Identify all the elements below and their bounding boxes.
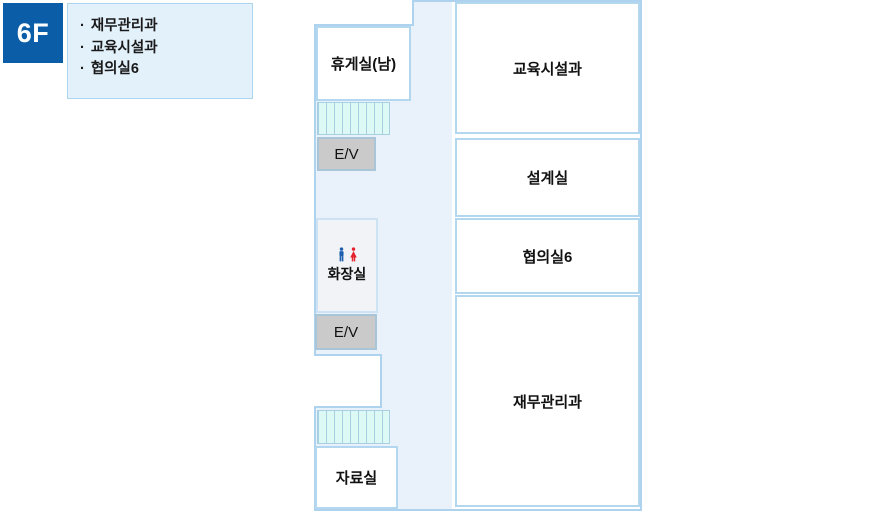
floor-badge: 6F — [3, 3, 63, 63]
man-icon — [338, 247, 344, 262]
legend-item-label: 협의실6 — [90, 61, 139, 77]
legend-item-label: 교육시설과 — [90, 39, 158, 56]
room-design-room: 설계실 — [455, 138, 640, 217]
plan-boundary — [314, 0, 642, 511]
woman-icon — [349, 247, 357, 262]
bullet-icon: · — [80, 39, 85, 56]
room-label: 재무관리과 — [512, 393, 582, 411]
legend-item: · 재무관리과 — [80, 16, 252, 38]
bullet-icon: · — [80, 61, 85, 77]
legend-item: · 협의실6 — [80, 59, 252, 81]
room-label: 자료실 — [335, 470, 378, 487]
room-finance-management: 재무관리과 — [455, 295, 640, 507]
room-meeting-room-6: 협의실6 — [455, 218, 640, 294]
stairs-lower — [317, 410, 390, 444]
restroom-icons — [337, 247, 358, 262]
room-archive: 자료실 — [315, 446, 398, 509]
room-label: 협의실6 — [522, 248, 573, 266]
room-restroom: 화장실 — [316, 218, 378, 313]
room-label: 휴게실(남) — [330, 56, 397, 73]
room-label: 교육시설과 — [512, 60, 582, 78]
floor-badge-label: 6F — [16, 17, 50, 48]
elevator-lower: E/V — [315, 314, 377, 350]
floor-legend: · 재무관리과 · 교육시설과 · 협의실6 — [67, 3, 253, 99]
elevator-upper: E/V — [317, 137, 376, 171]
bullet-icon: · — [80, 18, 85, 34]
elevator-label: E/V — [334, 145, 359, 163]
room-label: 화장실 — [327, 266, 367, 282]
room-education-facilities: 교육시설과 — [455, 2, 640, 134]
legend-item-label: 재무관리과 — [90, 18, 158, 34]
legend-item: · 교육시설과 — [80, 38, 252, 60]
room-label: 설계실 — [526, 170, 569, 187]
stairs-upper — [317, 102, 390, 135]
room-rest-room-male: 휴게실(남) — [316, 26, 411, 101]
elevator-label: E/V — [333, 323, 359, 341]
